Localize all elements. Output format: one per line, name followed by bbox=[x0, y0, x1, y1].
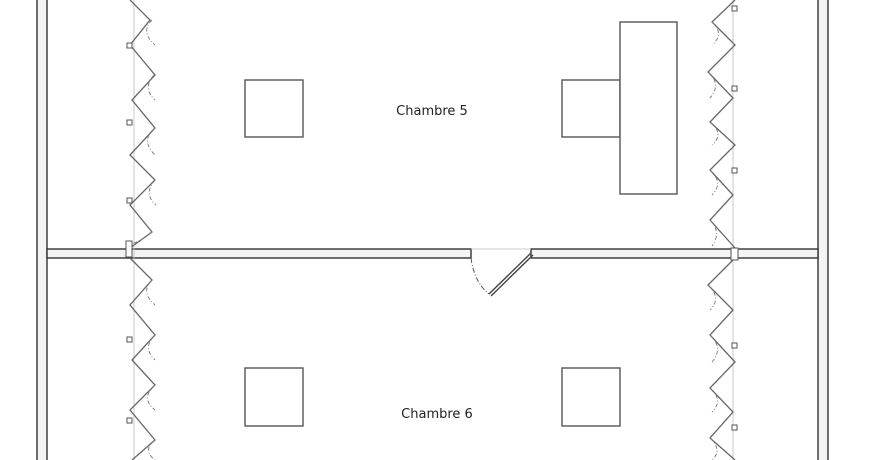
room-label-chambre-6: Chambre 6 bbox=[401, 407, 473, 422]
door-between-rooms[interactable] bbox=[470, 252, 534, 297]
door-swing-arc bbox=[470, 257, 490, 295]
room-chambre-5-furniture bbox=[244, 21, 678, 195]
desk bbox=[619, 21, 678, 195]
left-folding-door bbox=[125, 0, 157, 460]
room-chambre-6-furniture bbox=[244, 367, 621, 427]
partition-left-segment bbox=[46, 248, 472, 259]
nightstand-left bbox=[244, 79, 304, 138]
outer-walls bbox=[36, 0, 829, 460]
left-wall bbox=[36, 0, 48, 460]
partition-wall bbox=[46, 248, 819, 259]
right-folding-door bbox=[707, 0, 739, 460]
partition-right-segment bbox=[530, 248, 819, 259]
nightstand-right bbox=[561, 79, 621, 138]
room-label-chambre-5: Chambre 5 bbox=[396, 104, 468, 119]
right-wall bbox=[817, 0, 829, 460]
nightstand-right bbox=[561, 367, 621, 427]
door-leaf bbox=[488, 252, 532, 295]
nightstand-left bbox=[244, 367, 304, 427]
